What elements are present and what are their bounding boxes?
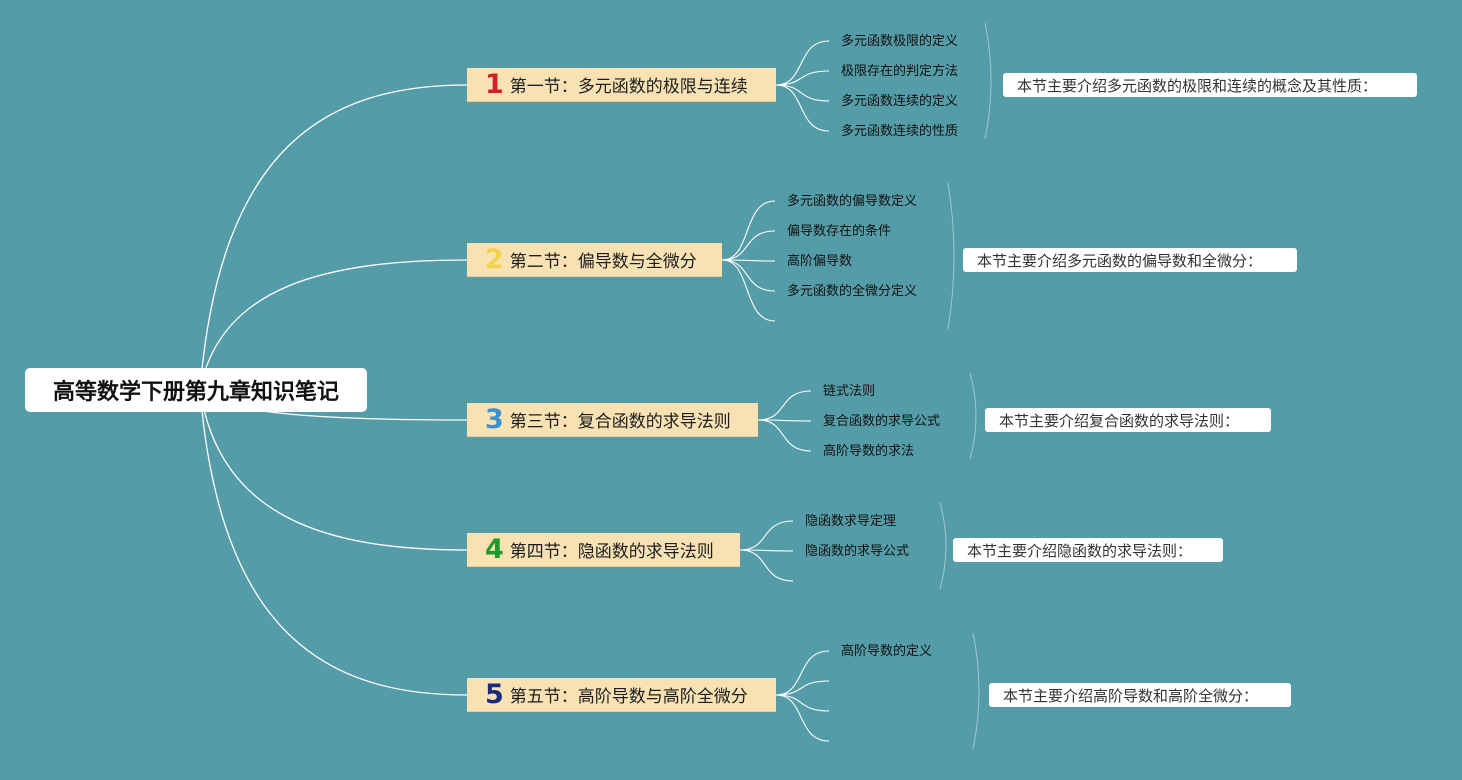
section-node-2[interactable]: 2 第二节：偏导数与全微分	[467, 243, 722, 277]
number-marker-2: 2	[485, 244, 504, 275]
summary-box-4[interactable]: 本节主要介绍隐函数的求导法则：	[953, 538, 1223, 562]
connector-line	[721, 259, 776, 322]
connector-line	[739, 549, 794, 582]
summary-box-2[interactable]: 本节主要介绍多元函数的偏导数和全微分：	[963, 248, 1297, 272]
connector-line	[939, 502, 947, 590]
topic-item[interactable]: 复合函数的求导公式	[823, 414, 941, 429]
topic-item[interactable]: 多元函数极限的定义	[841, 34, 959, 49]
connector-line	[775, 40, 830, 86]
connector-line	[775, 680, 830, 696]
connector-line	[739, 549, 794, 552]
topic-item[interactable]: 偏导数存在的条件	[787, 224, 892, 239]
connector-line	[757, 419, 812, 452]
section-title-1: 第一节：多元函数的极限与连续	[509, 77, 748, 97]
topic-item[interactable]: 极限存在的判定方法	[841, 64, 959, 79]
section-title-5: 第五节：高阶导数与高阶全微分	[509, 687, 748, 707]
topic-item[interactable]: 隐函数求导定理	[805, 514, 897, 529]
connector-line	[199, 389, 468, 551]
connector-line	[775, 650, 830, 696]
section-node-5[interactable]: 5 第五节：高阶导数与高阶全微分	[467, 678, 776, 712]
number-marker-1: 1	[485, 69, 504, 100]
connector-line	[969, 372, 977, 460]
number-marker-5: 5	[485, 679, 504, 710]
connector-line	[721, 259, 776, 292]
connector-line	[775, 694, 830, 742]
summary-box-1[interactable]: 本节主要介绍多元函数的极限和连续的概念及其性质：	[1003, 73, 1417, 97]
topic-item[interactable]: 高阶导数的定义	[841, 644, 933, 659]
root-title: 高等数学下册第九章知识笔记	[52, 380, 339, 405]
section-node-3[interactable]: 3 第三节：复合函数的求导法则	[467, 403, 758, 437]
number-marker-3: 3	[485, 404, 504, 435]
connector-line	[757, 419, 812, 422]
connector-line	[775, 694, 830, 712]
summary-text-3: 本节主要介绍复合函数的求导法则：	[999, 411, 1240, 430]
summary-text-2: 本节主要介绍多元函数的偏导数和全微分：	[977, 251, 1263, 270]
connector-line	[757, 390, 812, 421]
connector-line	[947, 182, 955, 330]
summary-text-1: 本节主要介绍多元函数的极限和连续的概念及其性质：	[1017, 76, 1378, 95]
connector-line	[972, 632, 980, 750]
topic-item[interactable]: 高阶偏导数	[787, 254, 853, 269]
number-marker-4: 4	[485, 534, 504, 565]
root-node[interactable]: 高等数学下册第九章知识笔记	[25, 368, 367, 412]
connector-line	[721, 259, 776, 262]
topic-item[interactable]: 多元函数连续的性质	[841, 124, 959, 139]
connector-line	[984, 22, 992, 140]
topic-item[interactable]: 链式法则	[823, 384, 876, 399]
connector-line	[199, 84, 468, 391]
connector-line	[739, 520, 794, 551]
section-title-4: 第四节：隐函数的求导法则	[509, 542, 714, 562]
topic-item[interactable]: 多元函数连续的定义	[841, 94, 959, 109]
topic-item[interactable]: 高阶导数的求法	[823, 444, 915, 459]
summary-box-3[interactable]: 本节主要介绍复合函数的求导法则：	[985, 408, 1271, 432]
section-title-3: 第三节：复合函数的求导法则	[509, 412, 731, 432]
summary-text-4: 本节主要介绍隐函数的求导法则：	[967, 541, 1193, 560]
connector-line	[199, 389, 468, 696]
section-node-1[interactable]: 1 第一节：多元函数的极限与连续	[467, 68, 776, 102]
connector-line	[775, 70, 830, 86]
topic-item[interactable]: 多元函数的偏导数定义	[787, 194, 918, 209]
section-node-4[interactable]: 4 第四节：隐函数的求导法则	[467, 533, 740, 567]
connector-line	[721, 200, 776, 261]
summary-box-5[interactable]: 本节主要介绍高阶导数和高阶全微分：	[989, 683, 1291, 707]
connector-line	[775, 84, 830, 102]
summary-text-5: 本节主要介绍高阶导数和高阶全微分：	[1003, 686, 1259, 705]
topic-item[interactable]: 隐函数的求导公式	[805, 544, 910, 559]
topic-item[interactable]: 多元函数的全微分定义	[787, 284, 918, 299]
connector-line	[721, 230, 776, 261]
connector-line	[775, 84, 830, 132]
section-title-2: 第二节：偏导数与全微分	[509, 252, 697, 272]
